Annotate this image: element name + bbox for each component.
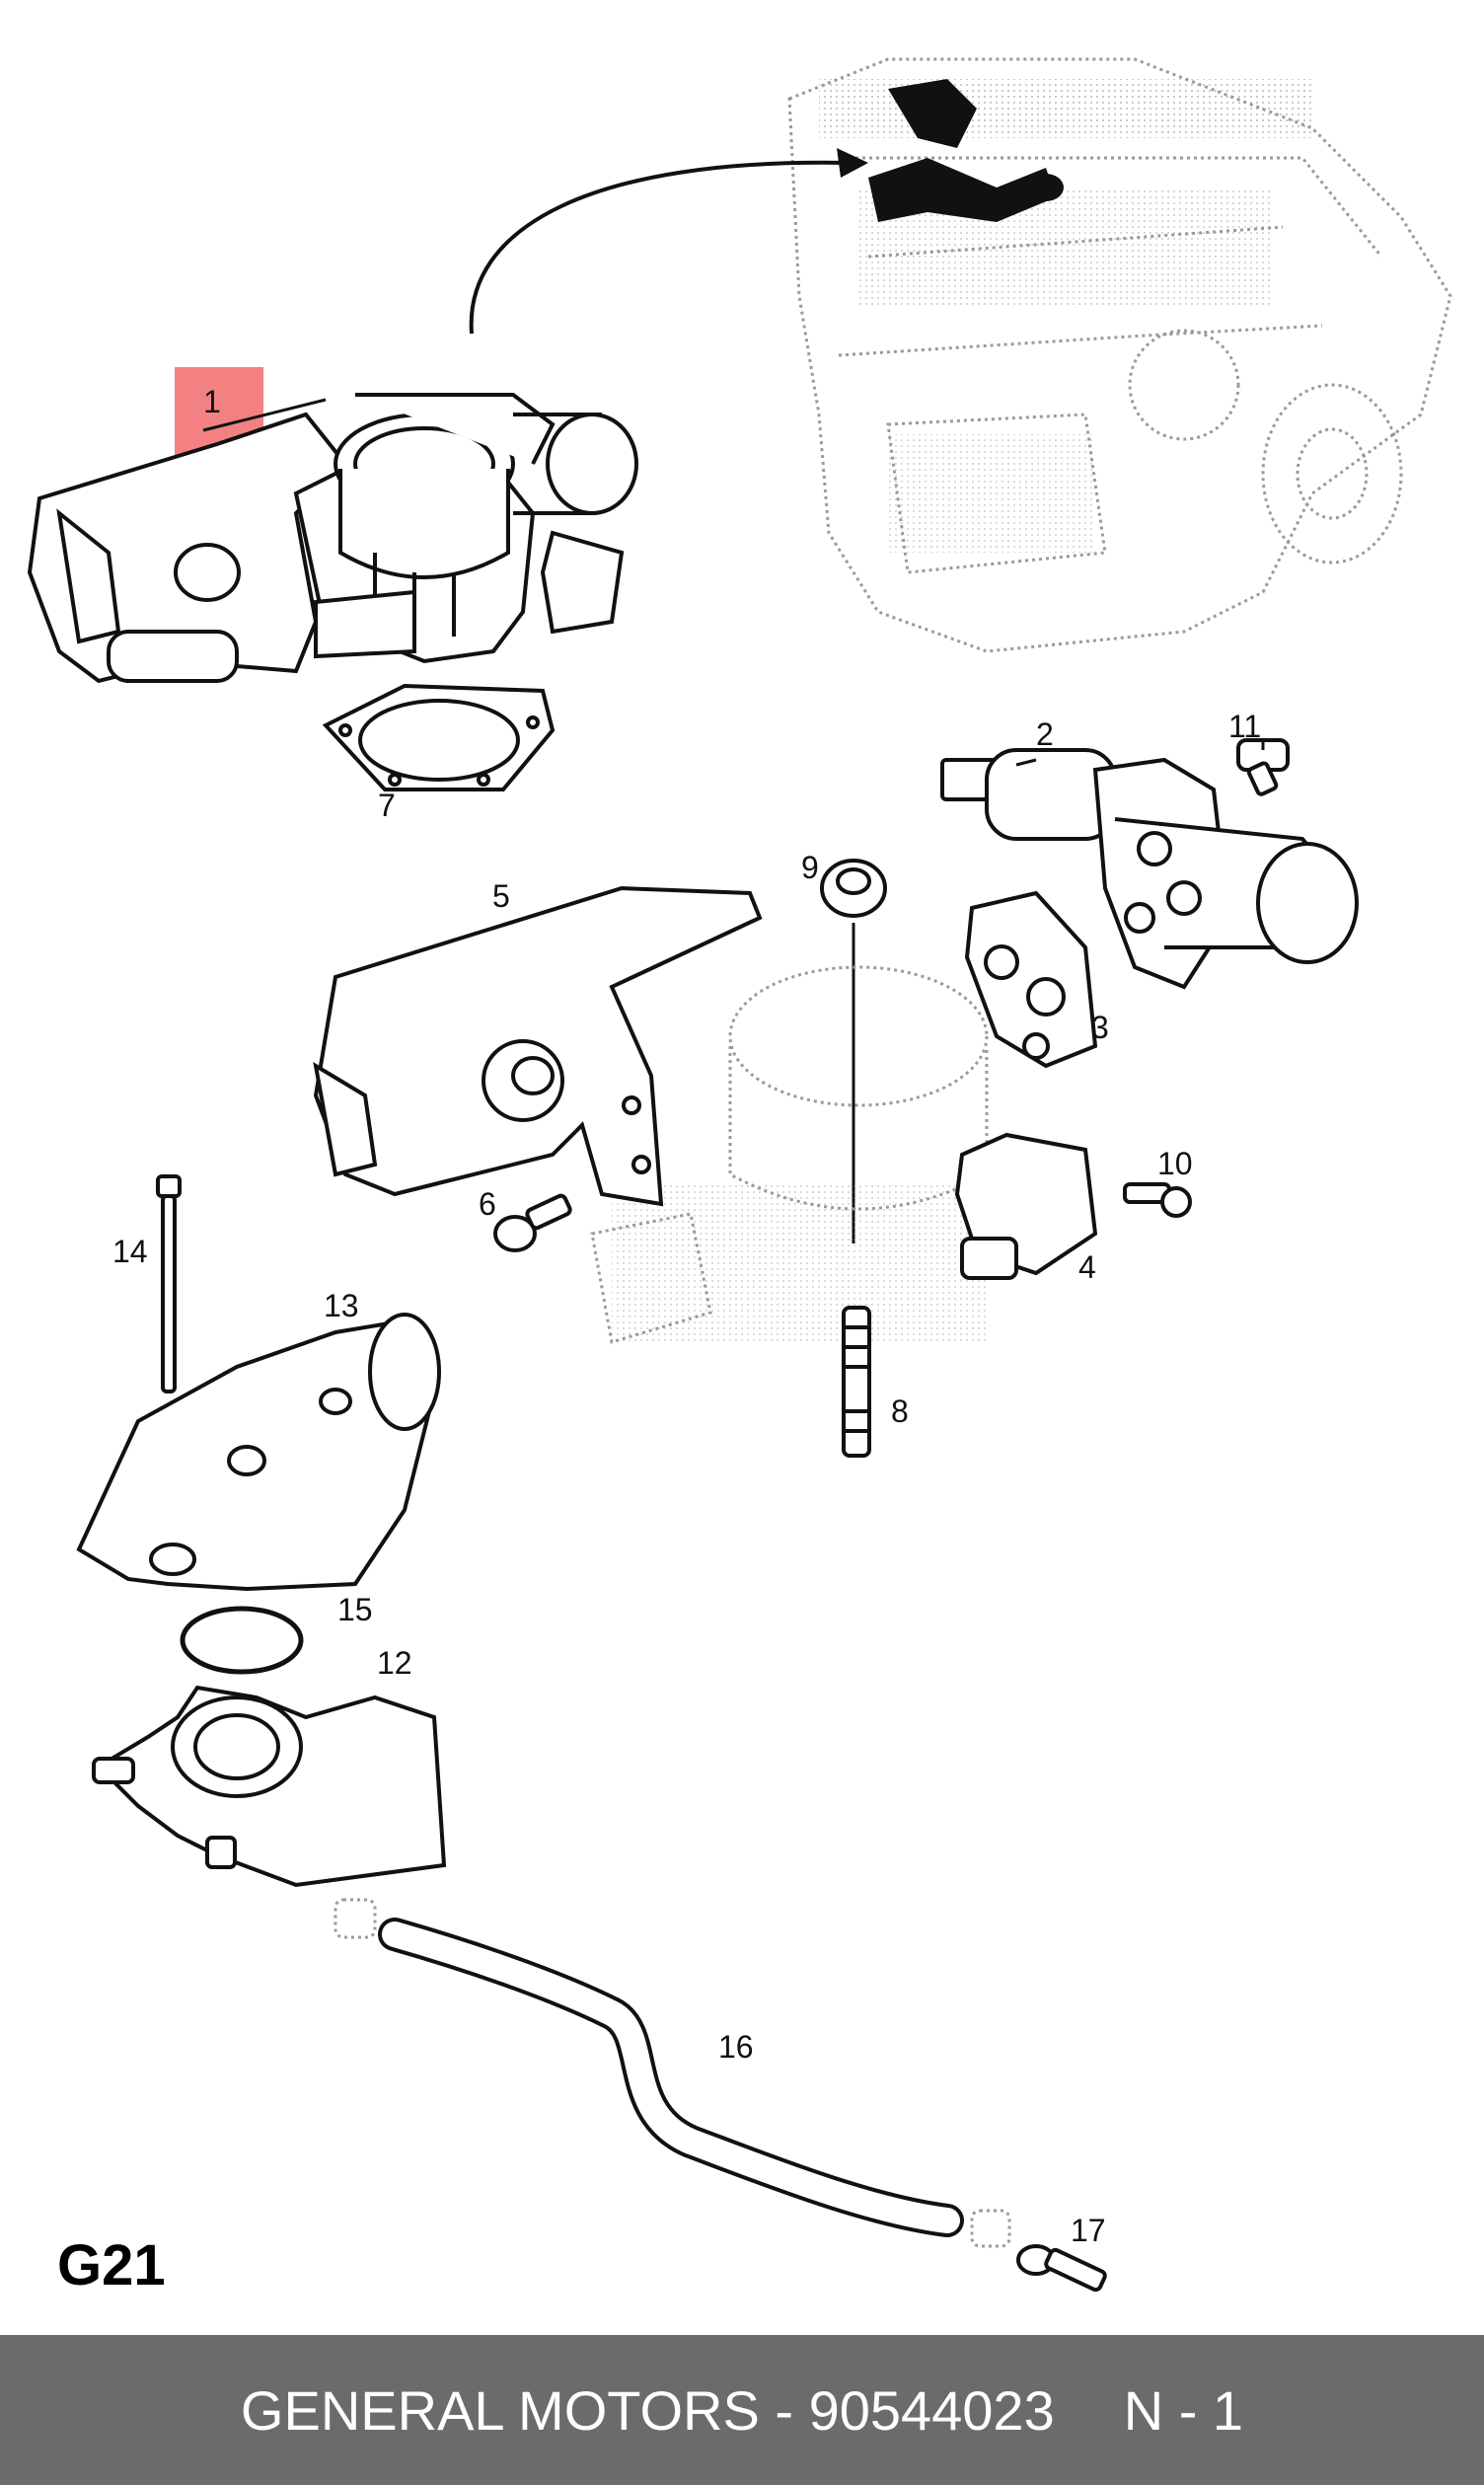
part-10-screw bbox=[1123, 1182, 1192, 1218]
label-part-16: 16 bbox=[718, 2029, 754, 2065]
part-6-bolt bbox=[493, 1193, 572, 1252]
part-16-hose-inner bbox=[382, 1921, 960, 2233]
quantity-label: N - 1 bbox=[1123, 2378, 1244, 2442]
label-part-10: 10 bbox=[1157, 1146, 1193, 1181]
ghost-throttle-body bbox=[590, 965, 989, 1344]
label-part-15: 15 bbox=[337, 1592, 373, 1627]
part-15-o-ring bbox=[180, 1606, 304, 1675]
location-arrow-head bbox=[837, 148, 868, 178]
part-5-bracket bbox=[313, 885, 763, 1207]
section-code: G21 bbox=[57, 2233, 166, 2297]
exploded-parts-diagram: 1 2 3 4 5 6 7 8 9 10 11 12 13 14 15 16 1… bbox=[27, 57, 1452, 2293]
label-part-13: 13 bbox=[324, 1288, 359, 1323]
label-part-3: 3 bbox=[1091, 1010, 1109, 1045]
label-part-9: 9 bbox=[801, 850, 819, 885]
part-14-bolt bbox=[156, 1174, 182, 1393]
label-part-5: 5 bbox=[492, 878, 510, 914]
part-16-hose bbox=[378, 1918, 964, 2237]
label-part-2: 2 bbox=[1036, 716, 1054, 752]
part-17-connector bbox=[1016, 2244, 1107, 2293]
label-part-7: 7 bbox=[378, 788, 396, 823]
part-7-gasket bbox=[322, 683, 556, 791]
hose-clamps bbox=[334, 1898, 1011, 2248]
label-part-12: 12 bbox=[377, 1645, 412, 1681]
part-2-idle-air-valve bbox=[940, 748, 1359, 990]
label-part-1: 1 bbox=[203, 384, 221, 419]
leader-lines bbox=[202, 398, 1265, 767]
throttle-body-assembly bbox=[27, 393, 638, 684]
label-part-14: 14 bbox=[112, 1234, 148, 1269]
label-part-8: 8 bbox=[891, 1393, 909, 1429]
label-part-17: 17 bbox=[1071, 2213, 1106, 2248]
part-13-intake-elbow bbox=[76, 1313, 441, 1592]
part-title: GENERAL MOTORS - 90544023 bbox=[240, 2378, 1055, 2442]
label-part-11: 11 bbox=[1228, 709, 1261, 744]
part-12-throttle-body bbox=[92, 1685, 447, 1888]
part-4-sensor bbox=[954, 1132, 1098, 1280]
part-3-gasket bbox=[964, 890, 1098, 1069]
engine-location-illustration bbox=[787, 57, 1452, 653]
label-part-6: 6 bbox=[479, 1186, 496, 1222]
part-9-nut bbox=[820, 859, 887, 918]
part-11-screw bbox=[1236, 738, 1290, 796]
location-arrow bbox=[469, 160, 850, 335]
part-8-stud bbox=[842, 1306, 871, 1458]
label-part-4: 4 bbox=[1078, 1249, 1096, 1285]
throttle-body-location-marker bbox=[868, 79, 1064, 222]
footer-bar: GENERAL MOTORS - 90544023 N - 1 bbox=[0, 2335, 1484, 2485]
